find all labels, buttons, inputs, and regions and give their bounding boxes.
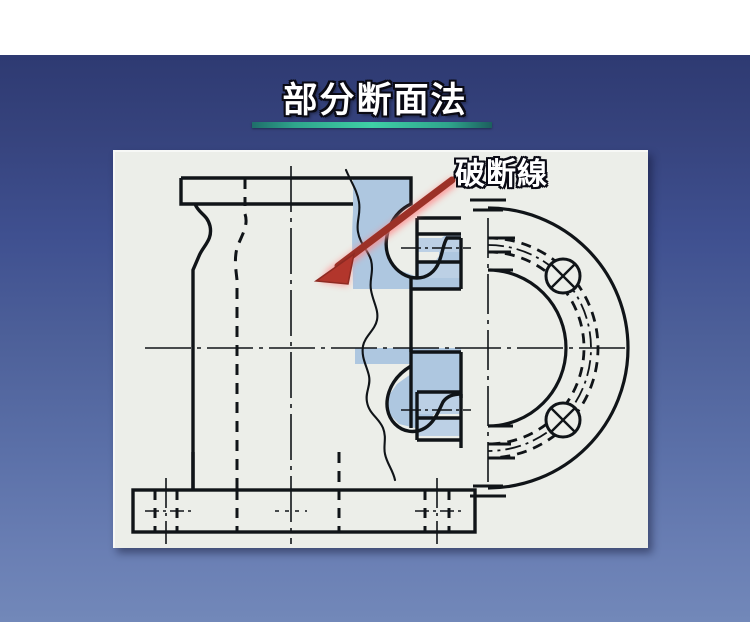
- hidden-lines-group: [233, 178, 341, 490]
- top-rim-left-edge: [179, 178, 195, 206]
- base-flange-hidden-lines: [153, 490, 451, 532]
- base-flange-center-marks: [145, 478, 465, 544]
- side-view-group: [487, 206, 630, 490]
- bolt-hole-upper-cross-b: [550, 263, 576, 289]
- base-flange-group: [131, 452, 477, 534]
- side-view-hidden-arcs: [487, 236, 600, 460]
- side-bolt-hole-crosses: [550, 263, 576, 433]
- side-outer-arc: [487, 206, 630, 490]
- bolt-circle-arc: [487, 244, 592, 452]
- technical-drawing: [131, 166, 630, 544]
- title-underline: [252, 122, 492, 128]
- bolt-hole-lower-cross-b: [550, 407, 576, 433]
- front-view-outline: [179, 176, 463, 490]
- side-view-tick-marks: [470, 198, 515, 498]
- left-outer-profile: [191, 203, 213, 490]
- lower-boss-profile: [385, 364, 462, 434]
- bottom-letterbox-band: [0, 622, 750, 640]
- side-hidden-arc-outer: [487, 236, 600, 460]
- hidden-line-inner-wall: [233, 213, 248, 490]
- base-flange-outline: [131, 488, 477, 534]
- top-letterbox-band: [0, 0, 750, 55]
- drawing-panel: [113, 150, 648, 548]
- side-inner-arc: [487, 268, 568, 428]
- side-view-bolt-circle: [487, 244, 592, 452]
- section-fill-boss-upper: [417, 238, 461, 252]
- section-fill-boss-lower2: [417, 418, 461, 436]
- side-hidden-arc-inner: [487, 250, 586, 446]
